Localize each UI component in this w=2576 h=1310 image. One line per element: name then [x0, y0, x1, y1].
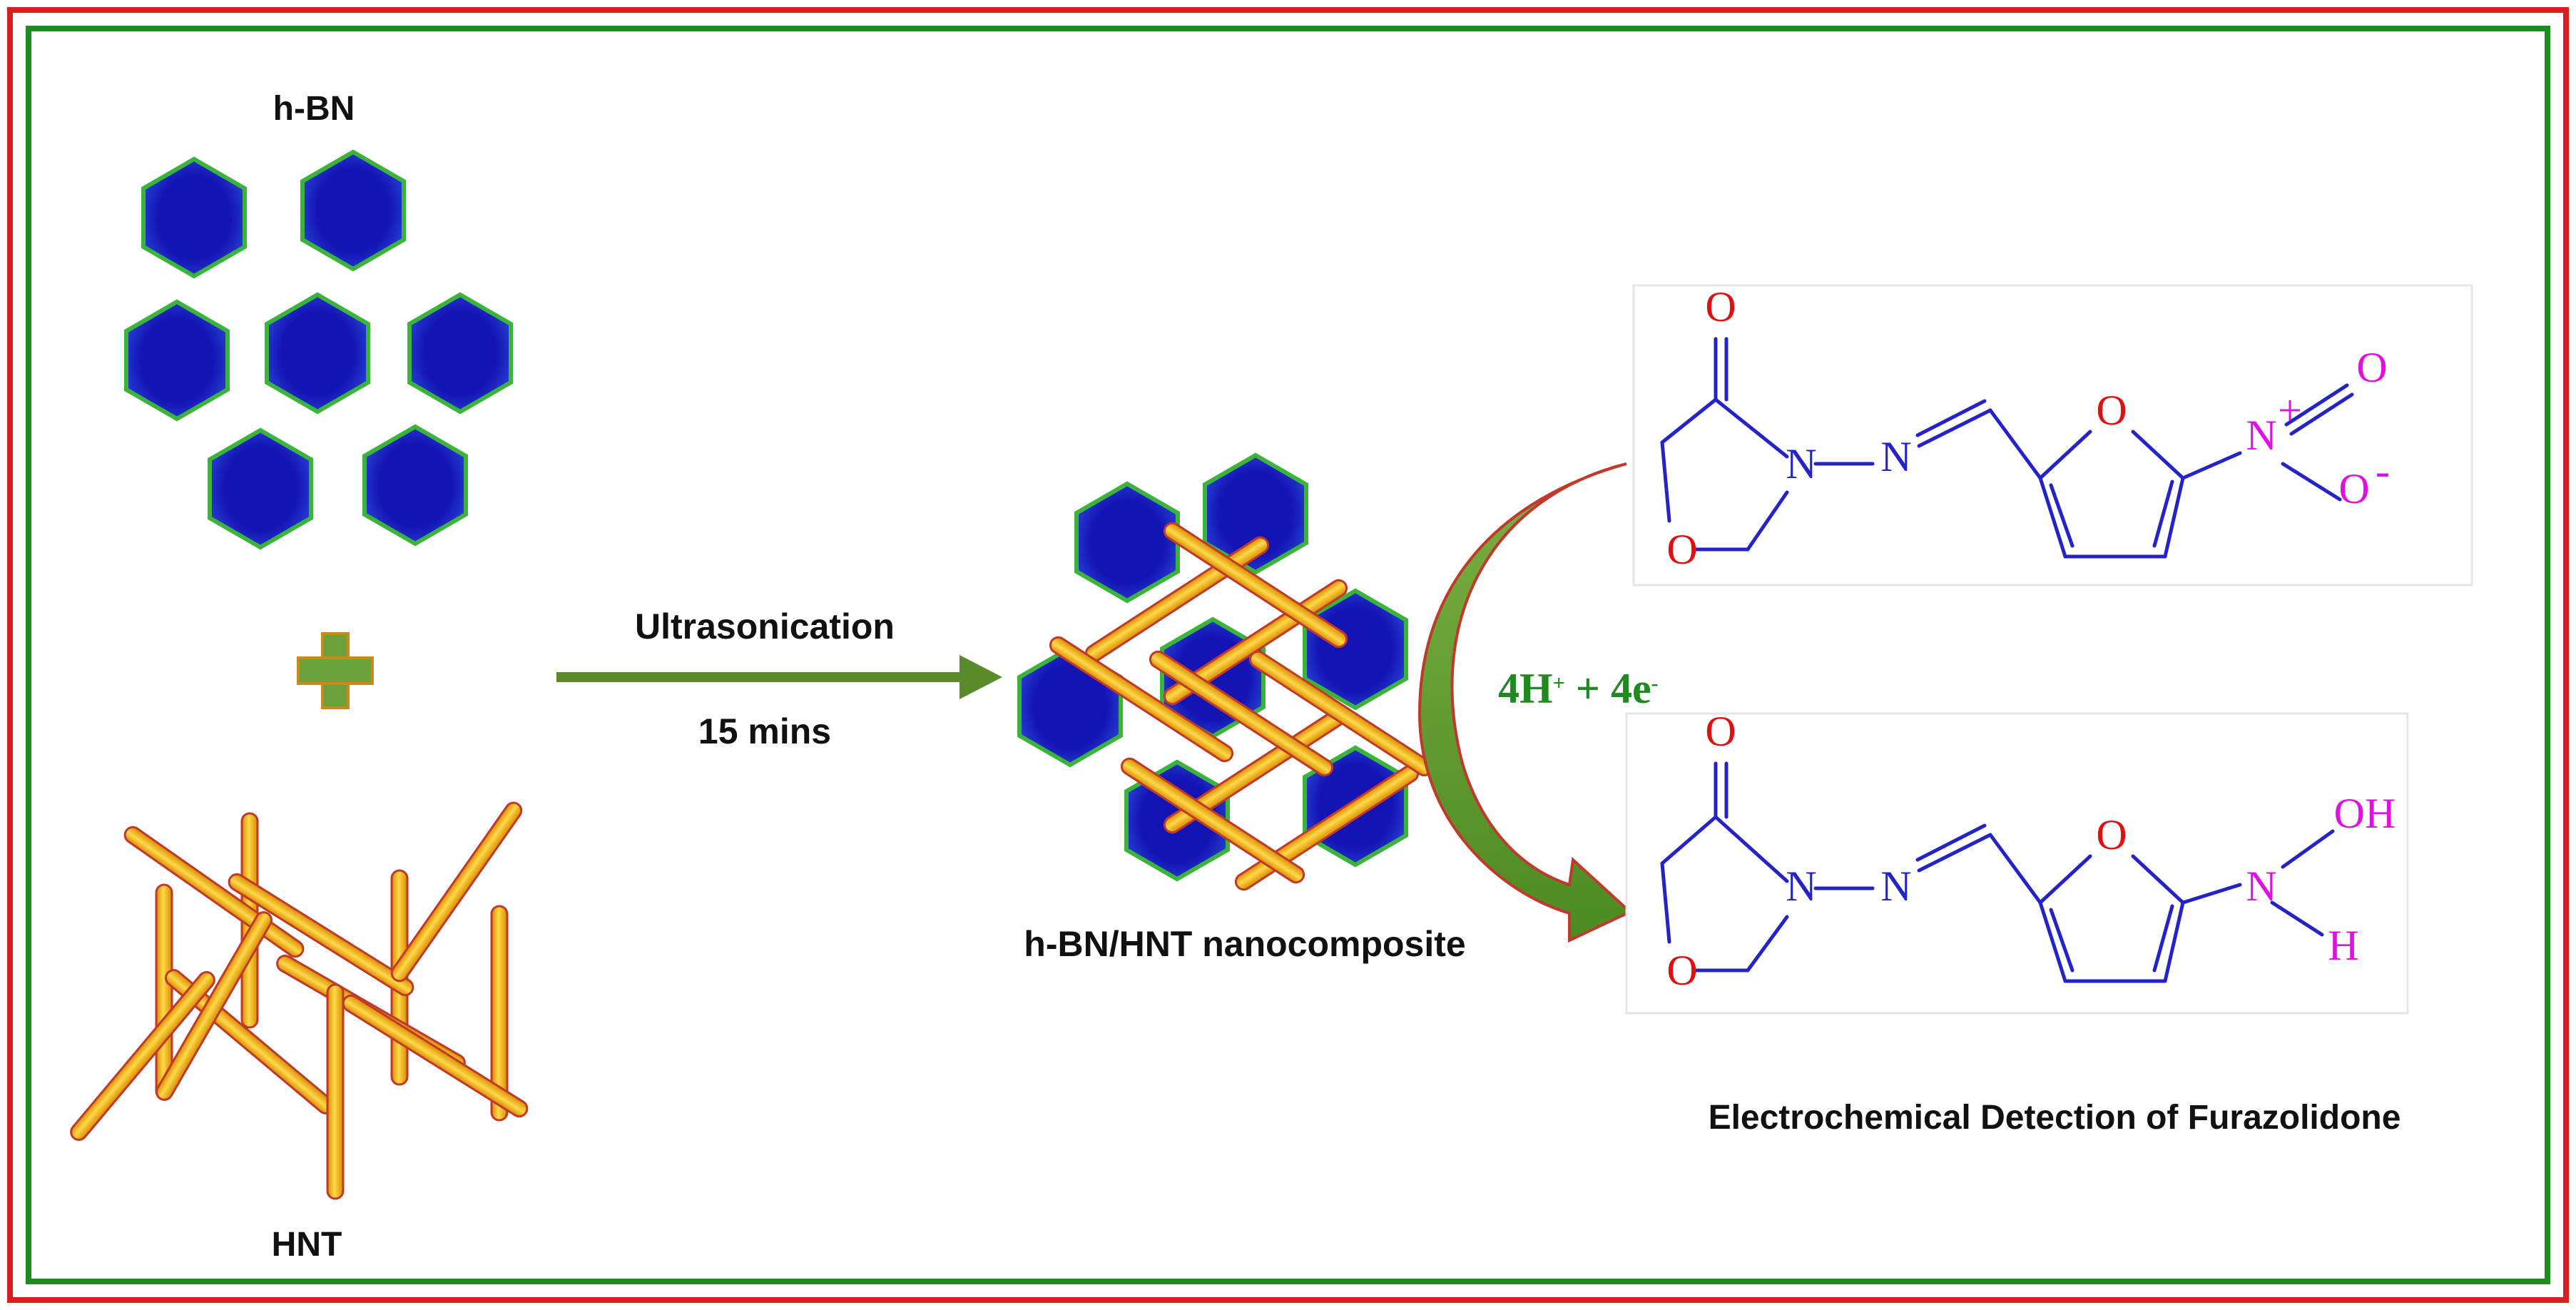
furazolidone-structure: O O N N O N + O O - [1632, 283, 2473, 587]
charge-minus: - [2376, 447, 2390, 494]
atom-o: O [1666, 526, 1697, 573]
atom-o: O [1666, 947, 1697, 994]
process-arrow [556, 655, 1002, 699]
atom-n: N [1786, 440, 1816, 487]
hnt-label: HNT [272, 1226, 342, 1264]
reaction-label: 4H+ + 4e- [1498, 665, 1659, 712]
svg-text:4H+ + 4e-: 4H+ + 4e- [1498, 665, 1659, 712]
atom-oh: OH [2334, 790, 2396, 837]
atom-h: H [2328, 922, 2358, 969]
hbn-label: h-BN [273, 90, 355, 128]
charge-plus: + [2278, 387, 2302, 434]
atom-o: O [1705, 708, 1736, 755]
reaction-arrow [1417, 462, 1633, 943]
hbn-hexagons [126, 152, 511, 547]
nanocomposite [1019, 455, 1437, 894]
atom-o: O [2338, 465, 2369, 512]
atom-o: O [1705, 283, 1736, 330]
process-label: Ultrasonication [635, 606, 895, 646]
atom-o: O [2096, 387, 2127, 434]
outer-border [7, 7, 2569, 1303]
inner-border [26, 26, 2550, 1284]
atom-o: O [2356, 344, 2387, 391]
atom-n: N [1880, 433, 1911, 480]
composite-label: h-BN/HNT nanocomposite [1024, 924, 1465, 964]
hnt-tubes [66, 798, 531, 1200]
atom-n: N [1880, 863, 1911, 910]
atom-n: N [2246, 412, 2276, 459]
detection-title: Electrochemical Detection of Furazolidon… [1709, 1099, 2401, 1137]
time-label: 15 mins [698, 711, 831, 751]
plus-icon [297, 632, 374, 709]
atom-n: N [2246, 863, 2276, 910]
hydroxylamine-structure: O O N N O N OH H [1625, 708, 2409, 1015]
atom-n: N [1786, 863, 1816, 910]
atom-o: O [2096, 811, 2127, 858]
